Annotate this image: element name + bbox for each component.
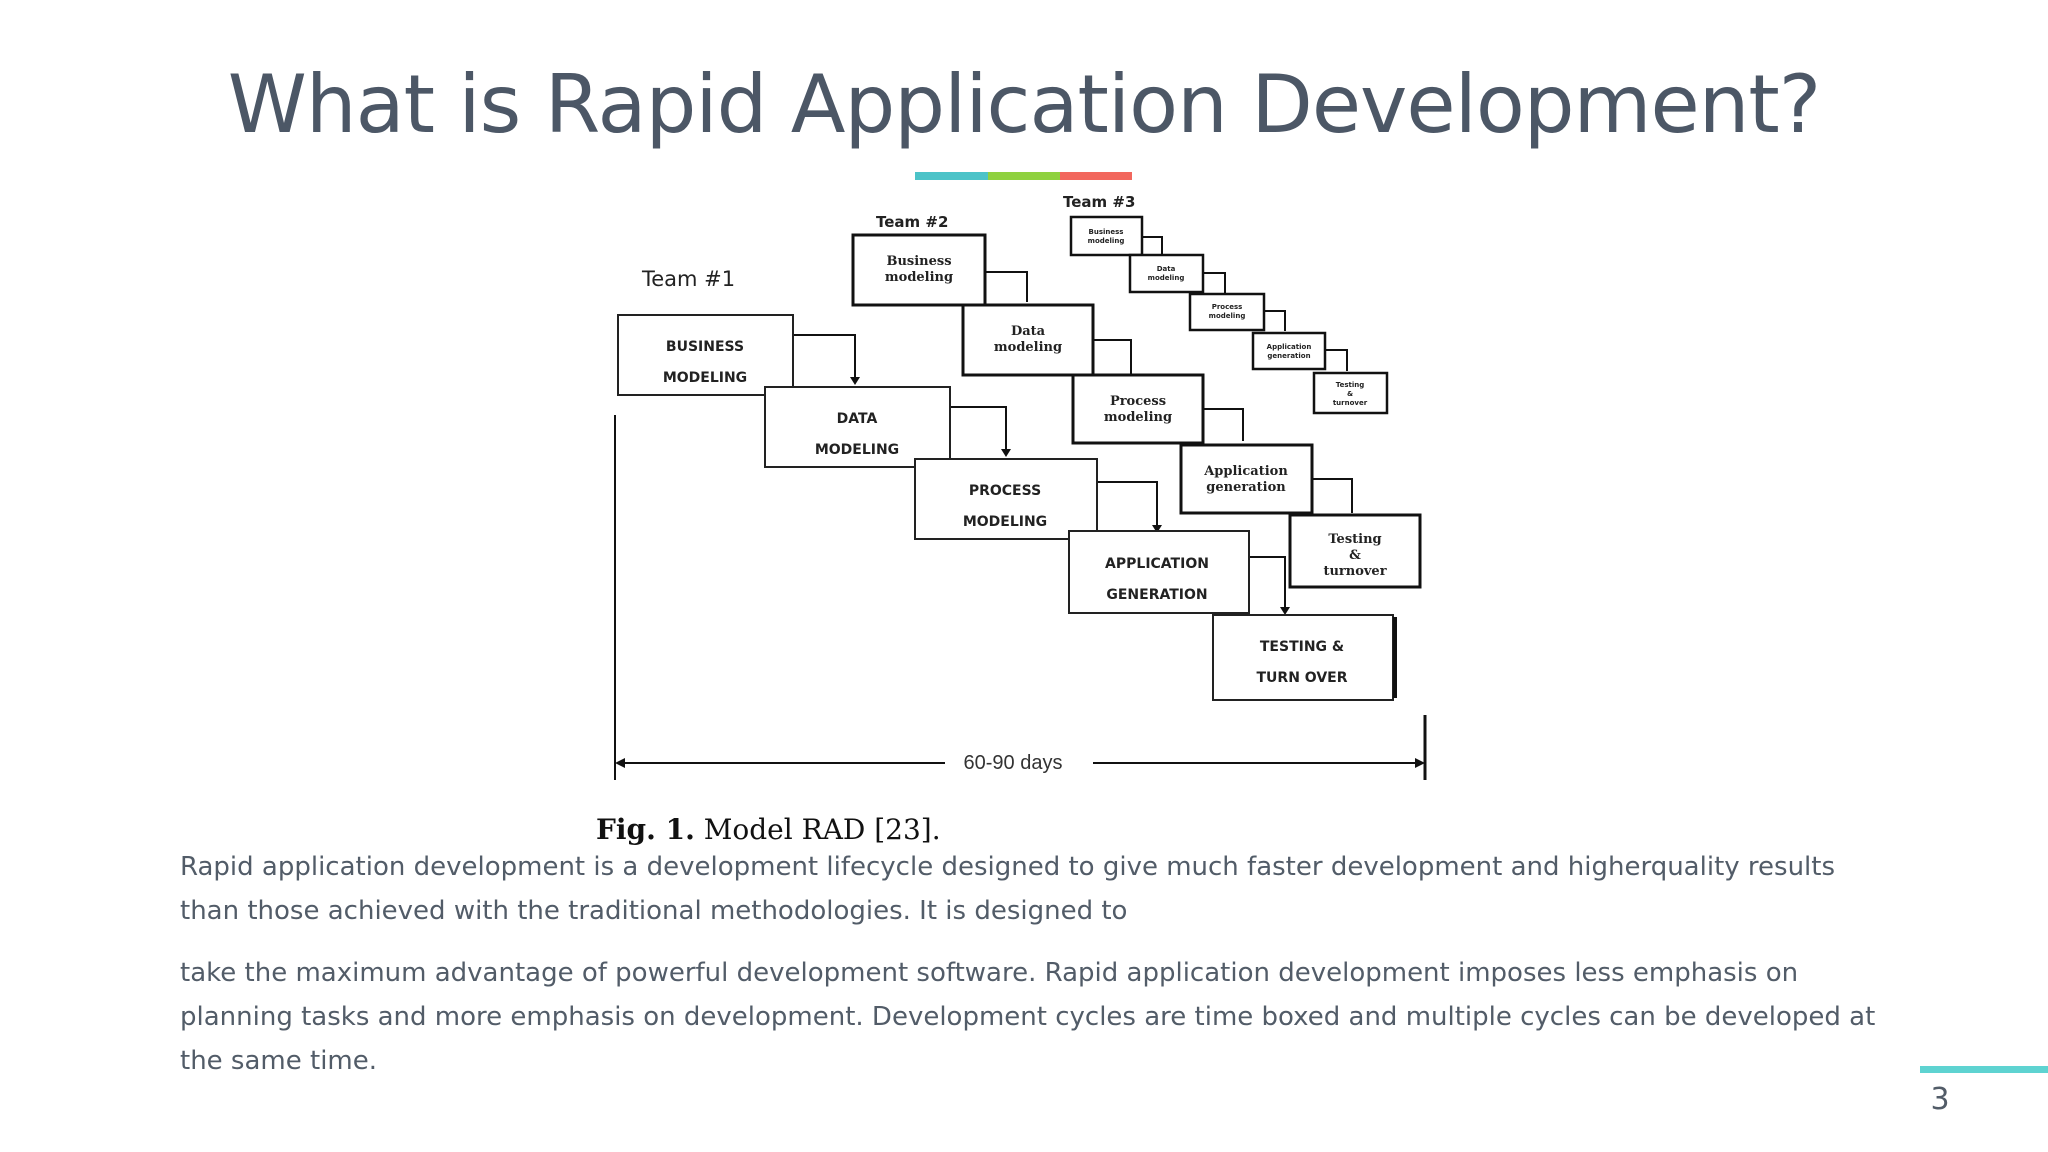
team2-box-label: modeling — [885, 270, 953, 285]
team1-box-label: TURN OVER — [1257, 670, 1348, 686]
team2-box-label: Process — [1110, 394, 1166, 409]
team3-box-label: & — [1347, 390, 1353, 398]
body-paragraph-2: take the maximum advantage of powerful d… — [180, 958, 1876, 1076]
team3-box-application — [1251, 331, 1327, 371]
team2-label: Team #2 — [876, 213, 948, 231]
team2-box-process — [1071, 373, 1205, 445]
caption-prefix: Fig. 1. — [596, 813, 695, 845]
connector — [1203, 272, 1226, 293]
team2-box-label: Testing — [1328, 532, 1381, 547]
team2-box-application — [1179, 443, 1314, 515]
team1-box-label: BUSINESS — [666, 339, 744, 355]
team2-box-label: modeling — [1104, 410, 1172, 425]
team2-box-label: Application — [1203, 464, 1288, 479]
timeline-arrowhead-left — [615, 758, 625, 768]
team1-label: Team #1 — [641, 267, 735, 291]
figure-caption: Fig. 1. Model RAD [23]. — [596, 813, 941, 845]
team1-box-label: APPLICATION — [1105, 556, 1209, 572]
duration-label: 60-90 days — [964, 752, 1063, 774]
connector — [1093, 339, 1132, 375]
connector — [793, 334, 856, 381]
team2-box-label: Business — [886, 254, 951, 269]
connector — [1264, 310, 1286, 331]
team3-box-label: Application — [1267, 343, 1312, 351]
team3-box-label: modeling — [1088, 237, 1125, 245]
team2-box-data — [961, 303, 1095, 377]
team3-box-label: modeling — [1148, 274, 1185, 282]
team1-box-testing — [1212, 614, 1394, 701]
connector — [950, 406, 1007, 453]
slide-title: What is Rapid Application Development? — [227, 58, 1821, 151]
team1-box-process — [914, 458, 1098, 540]
connector — [1097, 481, 1158, 529]
team3-box-process — [1188, 292, 1266, 332]
team3-box-label: Process — [1212, 303, 1243, 311]
team1-box-label: MODELING — [663, 370, 747, 386]
connector — [1249, 556, 1286, 611]
connector — [1312, 478, 1353, 513]
team2-box-label: & — [1349, 548, 1361, 563]
team1-box-business — [617, 314, 794, 396]
team2-box-label: Data — [1011, 324, 1046, 339]
title-accent-teal — [915, 172, 988, 180]
team1-box-application — [1068, 530, 1250, 614]
body-paragraph-1: Rapid application development is a devel… — [180, 852, 1836, 926]
team2-box-label: turnover — [1323, 564, 1386, 579]
team1-box-label: MODELING — [963, 514, 1047, 530]
page-number: 3 — [1930, 1082, 1950, 1117]
team1-box-label: DATA — [837, 411, 878, 427]
team3-box-business — [1069, 215, 1144, 257]
title-accent-red — [1060, 172, 1132, 180]
team3-box-label: generation — [1267, 352, 1310, 360]
team2-box-label: modeling — [994, 340, 1062, 355]
team3-label: Team #3 — [1063, 193, 1135, 211]
team3-box-data — [1128, 253, 1205, 294]
rad-model-figure: BUSINESS MODELING DATA MODELING PROCESS … — [585, 185, 1435, 845]
rad-diagram: BUSINESS MODELING DATA MODELING PROCESS … — [596, 193, 1427, 845]
team3-box-label: Testing — [1336, 381, 1365, 389]
team1-box-label: PROCESS — [969, 483, 1041, 499]
timeline-arrowhead-right — [1415, 758, 1425, 768]
team2-box-label: generation — [1206, 480, 1286, 495]
connector — [1325, 349, 1348, 371]
connector — [1203, 408, 1244, 441]
team2-box-business — [851, 233, 987, 307]
team3-box-label: Business — [1089, 228, 1124, 236]
connector — [1142, 236, 1163, 255]
team3-box-label: modeling — [1209, 312, 1246, 320]
team3-box-label: Data — [1157, 265, 1176, 273]
team2-box-testing — [1288, 513, 1422, 589]
team1-box-data — [764, 386, 951, 468]
team1-box-label: TESTING & — [1260, 639, 1344, 655]
corner-accent-line — [1920, 1066, 2048, 1073]
team3-box-label: turnover — [1333, 399, 1368, 407]
team3-box-testing — [1312, 371, 1389, 415]
connector — [985, 271, 1028, 302]
caption-text: Model RAD [23]. — [695, 813, 941, 845]
team1-box-label: GENERATION — [1106, 587, 1207, 603]
title-accent-green — [988, 172, 1060, 180]
team1-box-label: MODELING — [815, 442, 899, 458]
